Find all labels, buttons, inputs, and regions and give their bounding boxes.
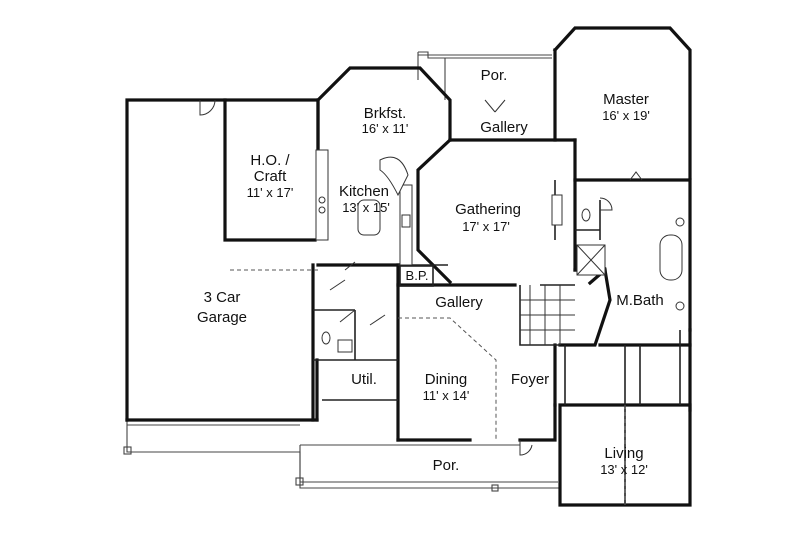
- brkfst-name: Brkfst.: [364, 105, 407, 122]
- room-label-ho-craft: H.O. / Craft 11' x 17': [247, 152, 294, 200]
- foyer-name: Foyer: [511, 371, 549, 388]
- gallery-mid-name: Gallery: [435, 294, 483, 311]
- dining-name: Dining: [425, 371, 468, 388]
- kitchen-name: Kitchen: [339, 183, 389, 200]
- bottom-porch-outline: [123, 420, 560, 492]
- brkfst-dims: 16' x 11': [362, 121, 409, 136]
- room-label-kitchen: Kitchen 13' x 15': [339, 183, 390, 215]
- dining-dims: 11' x 14': [423, 388, 470, 403]
- room-label-brkfst: Brkfst. 16' x 11': [362, 105, 409, 136]
- ho-craft-name-line1: H.O. /: [250, 152, 290, 169]
- util-name: Util.: [351, 371, 377, 388]
- gathering-name: Gathering: [455, 201, 521, 218]
- kitchen-dims: 13' x 15': [342, 200, 390, 215]
- exterior-walls: [125, 26, 692, 507]
- porch-top-name: Por.: [481, 67, 508, 84]
- room-label-mbath: M.Bath: [616, 292, 664, 309]
- dashed-beams: [230, 269, 626, 505]
- gathering-dims: 17' x 17': [462, 219, 510, 234]
- garage-name-line2: Garage: [197, 309, 247, 326]
- garage-name-line1: 3 Car: [204, 289, 241, 306]
- staircase: [519, 285, 575, 346]
- room-label-gathering: Gathering 17' x 17': [455, 201, 521, 234]
- room-label-gallery-top: Gallery: [480, 119, 528, 136]
- room-label-dining: Dining 11' x 14': [423, 371, 470, 403]
- room-label-bp: B.P.: [406, 268, 429, 283]
- ho-craft-name-line2: Craft: [254, 168, 287, 185]
- room-label-foyer: Foyer: [511, 371, 549, 388]
- bp-name: B.P.: [406, 268, 429, 283]
- room-label-living: Living 13' x 12': [600, 445, 648, 477]
- room-label-master: Master 16' x 19': [602, 91, 650, 123]
- door-swings: [199, 99, 643, 456]
- bath-fixtures: [321, 194, 685, 353]
- bp-room-box: [399, 265, 434, 287]
- room-label-gallery-mid: Gallery: [435, 294, 483, 311]
- living-name: Living: [604, 445, 643, 462]
- gallery-top-name: Gallery: [480, 119, 528, 136]
- porch-bottom-name: Por.: [433, 457, 460, 474]
- room-label-porch-top: Por.: [481, 67, 508, 84]
- room-label-garage: 3 Car Garage: [197, 289, 247, 326]
- master-dims: 16' x 19': [602, 108, 650, 123]
- kitchen-fixtures: [315, 149, 413, 266]
- master-name: Master: [603, 91, 649, 108]
- room-label-porch-bottom: Por.: [433, 457, 460, 474]
- room-label-util: Util.: [351, 371, 377, 388]
- ho-craft-dims: 11' x 17': [247, 185, 294, 200]
- living-dims: 13' x 12': [600, 462, 648, 477]
- mbath-name: M.Bath: [616, 292, 664, 309]
